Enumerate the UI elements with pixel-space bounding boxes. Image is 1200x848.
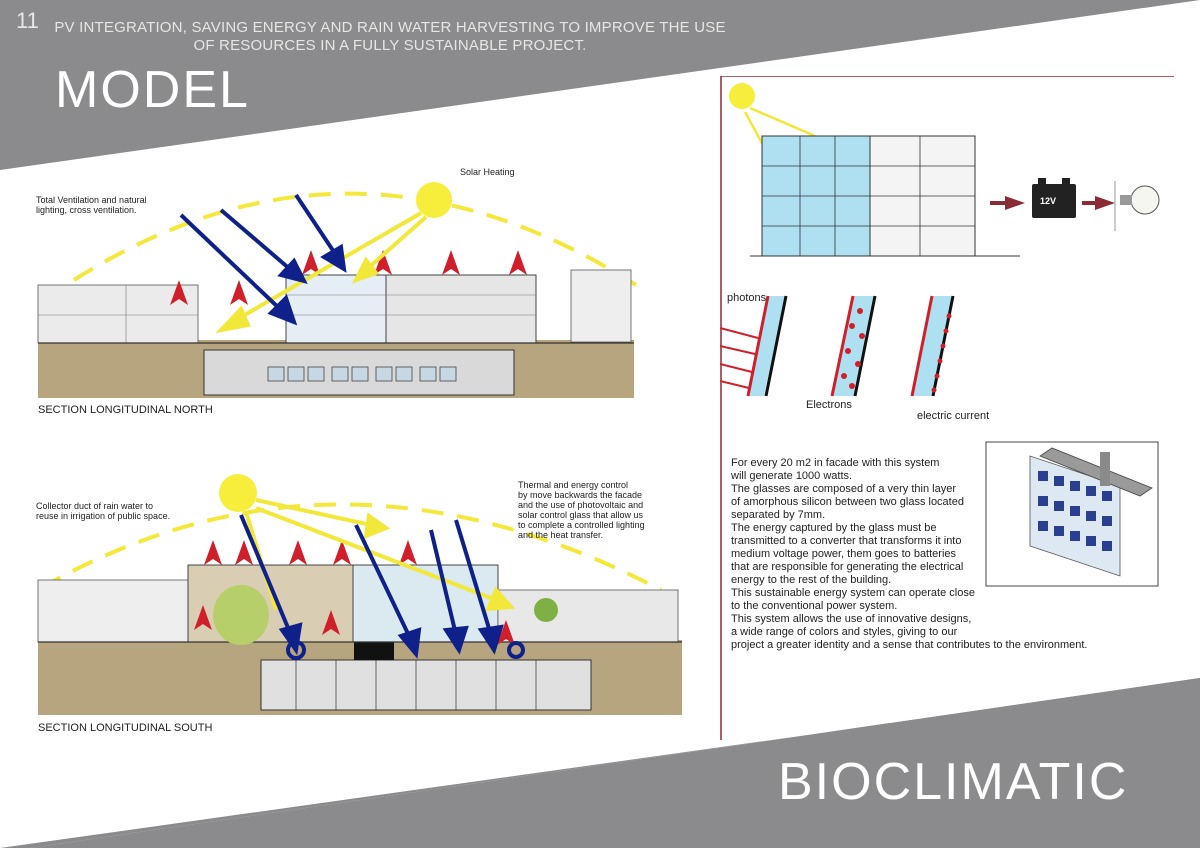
bottom-gray-band	[0, 678, 1200, 848]
description-line: For every 20 m2 in facade with this syst…	[731, 457, 940, 469]
description-line: The energy captured by the glass must be	[731, 522, 937, 534]
description-line: separated by 7mm.	[731, 509, 826, 521]
note-thermal-line: and the heat transfer.	[518, 530, 604, 540]
battery-label: 12V	[1040, 196, 1057, 206]
description-line: This sustainable energy system can opera…	[731, 587, 975, 599]
note-thermal-line: and the use of photovoltaic and	[518, 500, 644, 510]
wind-arrows-south	[239, 514, 525, 660]
description-line: This system allows the use of innovative…	[731, 613, 972, 625]
caption-section-south: SECTION LONGITUDINAL SOUTH	[38, 722, 213, 734]
note-ventilation-line-2: lighting, cross ventilation.	[36, 205, 137, 215]
solar-rays	[215, 211, 428, 334]
title-model: MODEL	[55, 61, 250, 119]
title-bioclimatic: BIOCLIMATIC	[778, 753, 1129, 811]
building-left	[37, 284, 199, 344]
note-rain-line-2: reuse in irrigation of public space.	[36, 511, 171, 521]
description-line: project a greater identity and a sense t…	[731, 639, 1088, 651]
sun-south	[219, 474, 257, 512]
note-thermal-control: Thermal and energy control by move backw…	[518, 480, 645, 540]
label-electrons: Electrons	[806, 399, 852, 411]
note-thermal-line: solar control glass that allow us	[518, 510, 644, 520]
note-thermal-line: to complete a controlled lighting	[518, 520, 645, 530]
description-line: energy to the rest of the building.	[731, 574, 892, 586]
top-gray-band	[0, 0, 1200, 170]
caption-section-north: SECTION LONGITUDINAL NORTH	[38, 404, 213, 416]
description-line: The glasses are composed of a very thin …	[731, 483, 957, 495]
note-ventilation-line-1: Total Ventilation and natural	[36, 195, 147, 205]
header-line-2: OF RESOURCES IN A FULLY SUSTAINABLE PROJ…	[193, 37, 587, 54]
note-solar-heating: Solar Heating	[460, 167, 515, 177]
note-rain-water: Collector duct of rain water to reuse in…	[36, 501, 170, 521]
description-text: For every 20 m2 in facade with this syst…	[731, 457, 1131, 652]
label-photons: photons	[727, 292, 767, 304]
header-line-1: PV INTEGRATION, SAVING ENERGY AND RAIN W…	[54, 19, 726, 36]
note-thermal-line: Thermal and energy control	[518, 480, 629, 490]
note-ventilation: Total Ventilation and natural lighting, …	[36, 195, 147, 215]
ventilation-arrows-south	[194, 540, 515, 645]
basement-south	[260, 659, 592, 711]
description-line: a wide range of colors and styles, givin…	[731, 626, 958, 638]
right-panel	[720, 76, 1174, 740]
battery-icon	[1032, 184, 1076, 218]
section-south-drawing	[37, 474, 682, 715]
sun	[416, 182, 452, 218]
page-number: 11	[16, 8, 39, 33]
ventilation-arrows	[170, 250, 527, 305]
label-electric-current: electric current	[917, 410, 990, 422]
description-line: transmitted to a converter that transfor…	[731, 535, 962, 547]
section-north-drawing	[37, 182, 638, 398]
description-line: will generate 1000 watts.	[731, 470, 853, 482]
note-thermal-line: by move backwards the facade	[518, 490, 643, 500]
description-line: to the conventional power system.	[731, 600, 898, 612]
tree	[213, 585, 269, 645]
pv-cells	[720, 295, 955, 397]
description-line: medium voltage power, them goes to batte…	[731, 548, 957, 560]
sun-path-dashed-south	[40, 502, 662, 592]
pv-sun	[729, 83, 755, 109]
description-line: that are responsible for generating the …	[731, 561, 964, 573]
light-bulb-icon	[1130, 185, 1160, 215]
solar-rays-south	[244, 498, 516, 612]
wind-arrows	[179, 193, 347, 326]
note-rain-line-1: Collector duct of rain water to	[36, 501, 154, 511]
description-line: of amorphous silicon between two glass l…	[731, 496, 964, 508]
